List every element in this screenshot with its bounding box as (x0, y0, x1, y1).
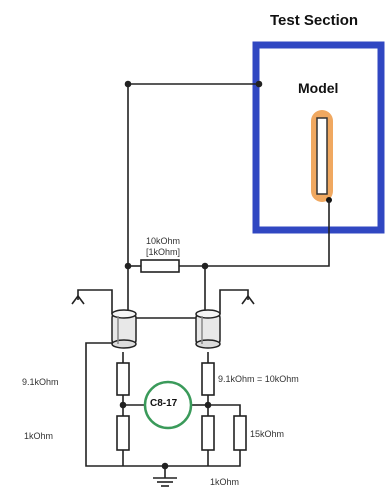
connectors (111, 309, 221, 349)
chip-circle (143, 380, 193, 430)
connector-right (195, 309, 221, 349)
resistor-left-lower (116, 415, 130, 451)
resistor-top (140, 259, 180, 273)
bottom-resistor-label: 1kOhm (210, 477, 240, 487)
resistor-15k (233, 415, 247, 451)
model-slot (316, 117, 328, 195)
connector-left (111, 309, 137, 349)
chip-label: C8-17 (150, 398, 178, 409)
resistors (116, 259, 247, 451)
resistor-right-lower (201, 415, 215, 451)
right-upper-resistor-label: 9.1kOhm = 10kOhm (218, 374, 299, 384)
wires (71, 80, 330, 487)
left-lower-resistor-label: 1kOhm (24, 431, 54, 441)
top-resistor-label: 10kOhm (146, 236, 181, 246)
left-upper-resistor-label: 9.1kOhm (22, 377, 59, 387)
resistor-right-upper (201, 362, 215, 396)
model-label: Model (298, 80, 339, 96)
resistor-left-upper (116, 362, 130, 396)
right-lower-resistor-label: 15kOhm (250, 429, 285, 439)
top-resistor-alt-label: [1kOhm] (146, 247, 181, 257)
test-section-frame (252, 41, 385, 234)
test-section-title: Test Section (270, 12, 359, 29)
